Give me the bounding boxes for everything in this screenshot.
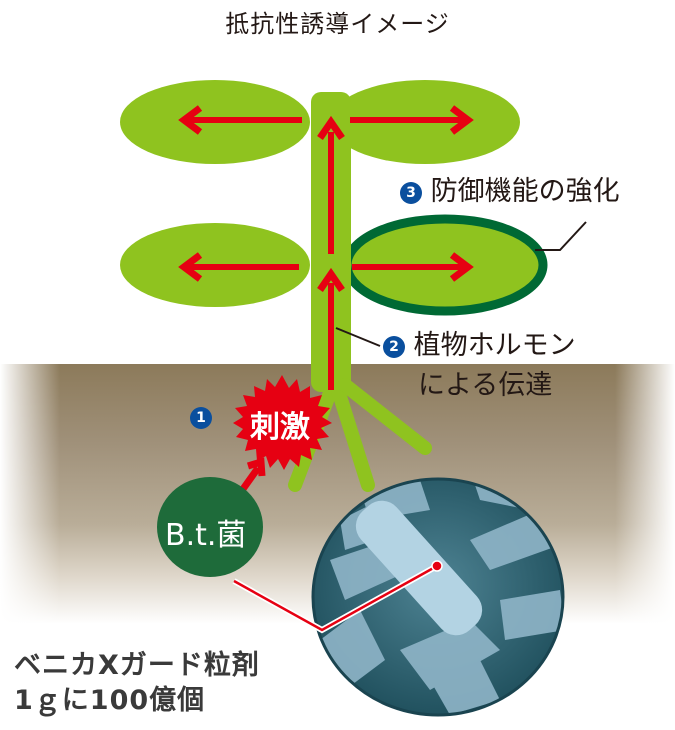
step-3-badge: 3 <box>400 181 422 204</box>
leader-line-3 <box>535 221 587 251</box>
stimulus-arrow <box>240 457 266 492</box>
step-2-text-line1: 植物ホルモン <box>413 330 576 361</box>
product-count: 1ｇに100億個 <box>14 685 206 717</box>
step-1-badge-wrap: 1 <box>190 407 212 429</box>
hormone-arrows <box>178 105 474 390</box>
step-2-label: 2 植物ホルモン <box>383 332 576 359</box>
bt-bacteria-circle <box>157 477 263 577</box>
bt-bacteria-label: B.t.菌 <box>165 518 247 553</box>
step-3-label: 3 防御機能の強化 <box>400 178 620 205</box>
bacteria-micrograph <box>311 477 565 717</box>
bacteria-leader-line <box>232 560 443 634</box>
product-name: ベニカXガード粒剤 <box>14 650 260 681</box>
step-1-text: 刺激 <box>250 410 310 445</box>
diagram-title: 抵抗性誘導イメージ <box>225 10 450 38</box>
step-2-badge: 2 <box>383 335 405 358</box>
step-3-text: 防御機能の強化 <box>430 176 620 207</box>
stimulus-burst <box>233 375 332 470</box>
step-1-badge: 1 <box>190 407 212 429</box>
leader-line-2 <box>335 327 381 347</box>
product-info: ベニカXガード粒剤 1ｇに100億個 <box>14 648 260 718</box>
step-2-text-line2: による伝達 <box>418 370 553 401</box>
